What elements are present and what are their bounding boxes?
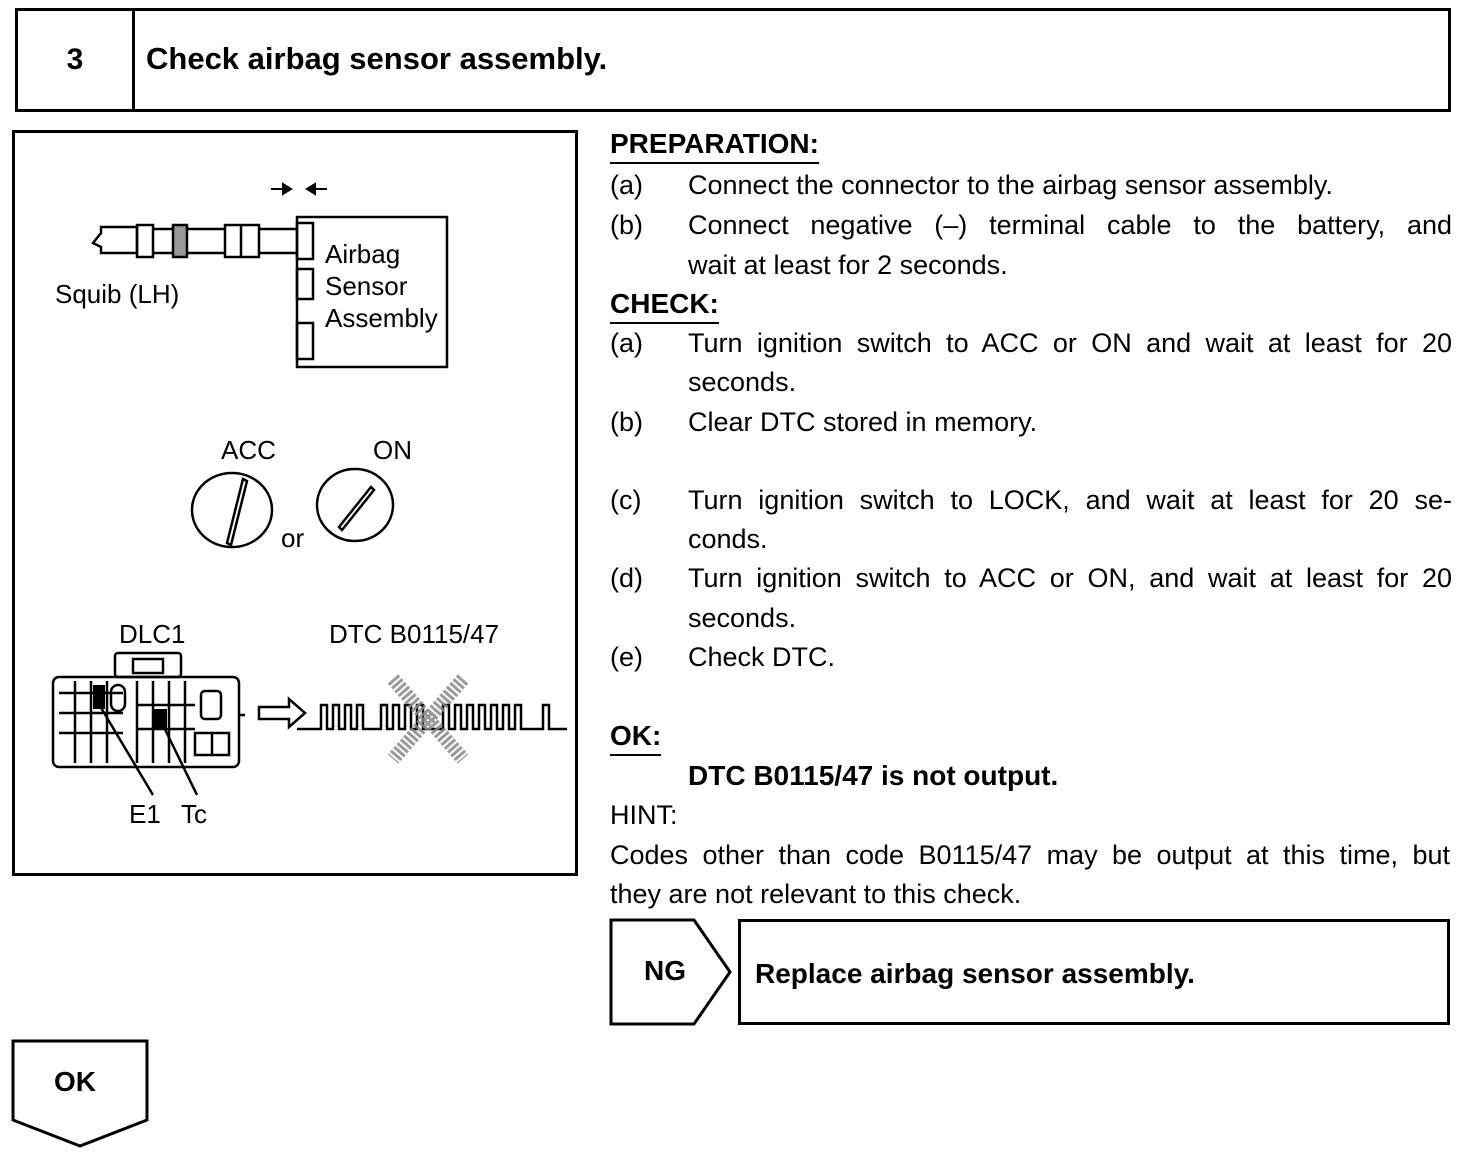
prep-step-text: Connect negative (–) terminal cable to t… xyxy=(688,210,1452,240)
squib-plug xyxy=(91,225,139,255)
squib-label: Squib (LH) xyxy=(55,279,180,309)
ng-action-text: Replace airbag sensor assembly. xyxy=(755,958,1195,989)
check-step-letter: (d) xyxy=(610,563,643,593)
check-step-letter: (b) xyxy=(610,407,643,437)
terminal-tc xyxy=(153,709,167,729)
check-heading: CHECK: xyxy=(610,288,719,324)
ok-tag-label: OK xyxy=(54,1066,96,1097)
acc-switch-icon xyxy=(190,471,274,549)
sensor-label-line3: Assembly xyxy=(325,303,438,333)
output-arrow xyxy=(257,696,307,730)
check-step-letter: (a) xyxy=(610,328,643,358)
dtc-label: DTC B0115/47 xyxy=(329,619,500,649)
sensor-label-line2: Sensor xyxy=(325,271,408,301)
ng-tag-shape xyxy=(609,918,732,1026)
check-step-text-cont: seconds. xyxy=(688,603,797,633)
on-label: ON xyxy=(373,435,412,465)
check-step-text: Turn ignition switch to ACC or ON and wa… xyxy=(688,328,1452,358)
or-label: or xyxy=(281,523,305,553)
dtc-waveform xyxy=(297,703,567,731)
prep-step-letter: (a) xyxy=(610,170,643,200)
preparation-heading: PREPARATION: xyxy=(610,128,819,164)
acc-label: ACC xyxy=(221,435,276,465)
cross-mark-b xyxy=(387,674,469,764)
check-step-text: Turn ignition switch to LOCK, and wait a… xyxy=(688,485,1452,515)
step-header: 3 Check airbag sensor assembly. xyxy=(15,8,1451,112)
check-step-letter: (c) xyxy=(610,485,642,515)
ng-action-box: Replace airbag sensor assembly. xyxy=(738,919,1450,1025)
ng-tag-label: NG xyxy=(644,955,686,986)
check-step-text: Check DTC. xyxy=(688,642,836,672)
on-key-slot xyxy=(337,485,376,532)
check-step-text-cont: seconds. xyxy=(688,367,797,397)
cross-mark-a xyxy=(387,674,469,764)
dlc1-label: DLC1 xyxy=(119,619,186,649)
hint-label: HINT: xyxy=(610,800,678,830)
prep-step-text-cont: wait at least for 2 seconds. xyxy=(688,250,1008,280)
squib-connector-a xyxy=(135,223,155,259)
e1-label: E1 xyxy=(129,799,161,829)
ok-tag-shape xyxy=(11,1039,149,1148)
diagram-figure: Squib (LH) Airbag Sensor Assembly ACC ON… xyxy=(12,130,578,876)
check-step-text-cont: conds. xyxy=(688,524,768,554)
check-step-text: Clear DTC stored in memory. xyxy=(688,407,1038,437)
prep-step-letter: (b) xyxy=(610,210,643,240)
ok-heading: OK: xyxy=(610,720,662,756)
hint-text-line1: Codes other than code B0115/47 may be ou… xyxy=(610,840,1450,870)
ok-result: DTC B0115/47 is not output. xyxy=(688,760,1059,791)
on-switch-icon xyxy=(315,467,395,543)
diagram-drawing xyxy=(51,182,567,796)
squib-connector-hatched xyxy=(171,223,189,259)
step-number: 3 xyxy=(18,11,135,109)
step-title: Check airbag sensor assembly. xyxy=(146,41,608,76)
check-step-text: Turn ignition switch to ACC or ON, and w… xyxy=(688,563,1452,593)
sensor-label-line1: Airbag xyxy=(325,239,401,269)
check-step-letter: (e) xyxy=(610,642,643,672)
prep-step-text: Connect the connector to the airbag sens… xyxy=(688,170,1333,200)
tc-label: Tc xyxy=(181,799,207,829)
terminal-e1 xyxy=(93,685,105,709)
hint-text-line2: they are not relevant to this check. xyxy=(610,879,1022,909)
acc-key-slot xyxy=(225,477,249,547)
